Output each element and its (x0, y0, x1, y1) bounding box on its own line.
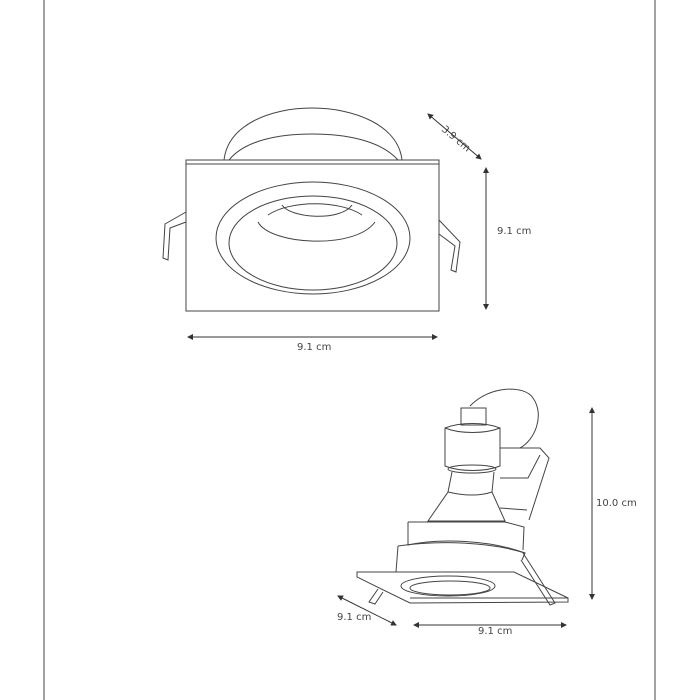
perspective-view-fixture (356, 388, 569, 606)
total-height-label: 10.0 cm (596, 498, 637, 509)
perspective-depth-label: 9.1 cm (337, 612, 372, 623)
perspective-width-label: 9.1 cm (478, 626, 513, 637)
height-label: 9.1 cm (497, 226, 532, 237)
depth-dimension-arrow (427, 113, 482, 160)
width-label: 9.1 cm (297, 342, 332, 353)
perspective-depth-dimension-arrow (337, 595, 397, 626)
front-view-fixture (162, 107, 461, 312)
